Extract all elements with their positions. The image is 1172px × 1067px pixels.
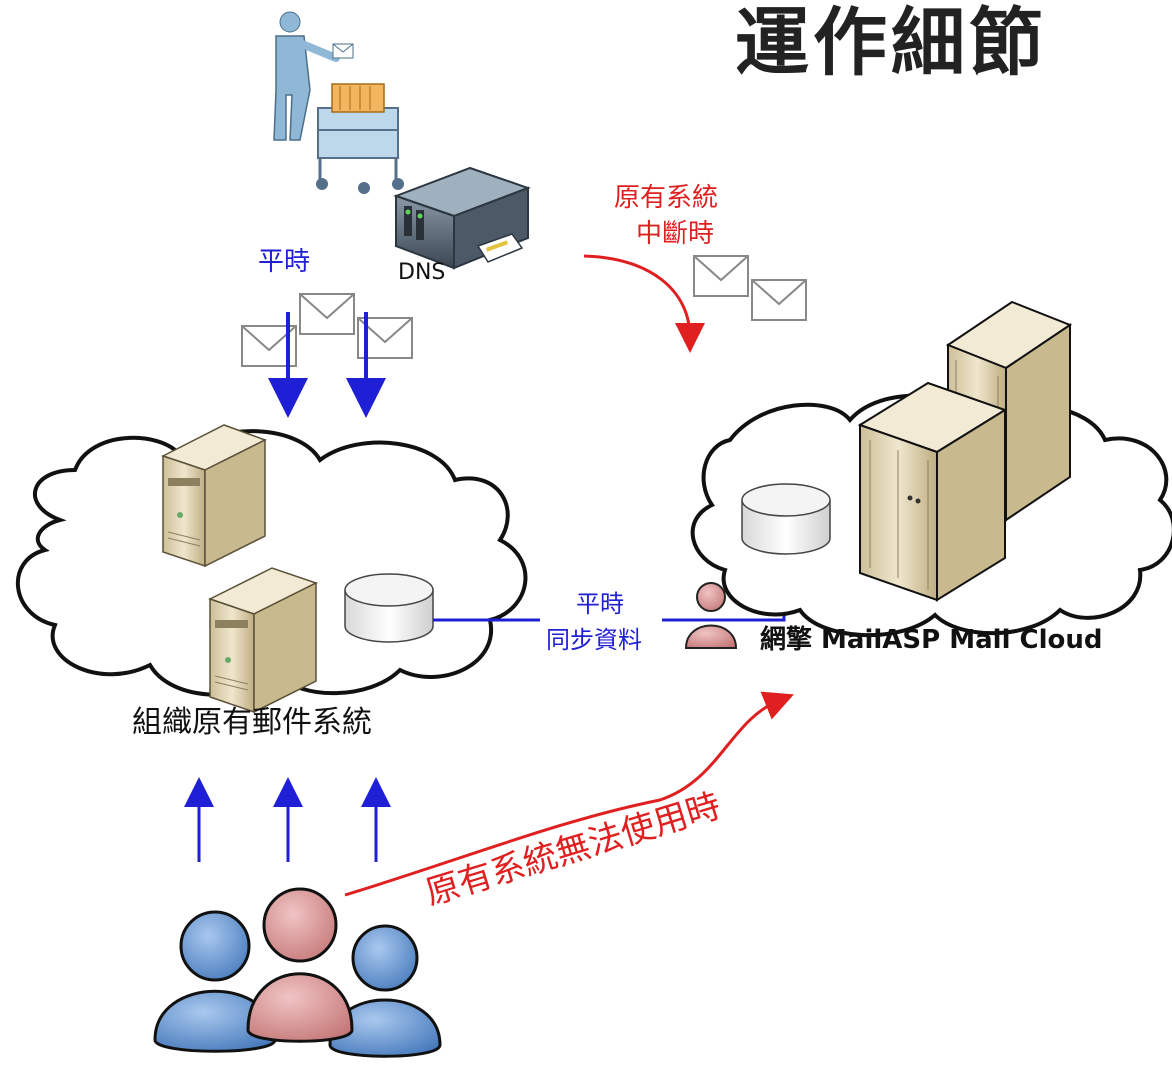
admin-user-icon [684, 582, 738, 649]
unavailable-label: 原有系統無法使用時 [421, 786, 725, 914]
cloud-server-icon [857, 381, 1008, 602]
user-icon [328, 924, 442, 1058]
org-system-label: 組織原有郵件系統 [132, 705, 372, 740]
mail-server-icon [161, 424, 267, 568]
incoming-mail-envelopes [241, 293, 413, 367]
failover-flow-arrow [583, 254, 705, 353]
envelope-icon [693, 255, 749, 297]
dns-server-icon [393, 166, 531, 270]
user-icon [246, 887, 354, 1043]
outage-label-line1: 原有系統 [614, 183, 718, 213]
user-icon [153, 910, 277, 1053]
mail-server-icon [208, 567, 318, 714]
envelope-icon [751, 279, 807, 321]
page-title: 運作細節 [735, 0, 1047, 86]
database-icon [344, 573, 434, 643]
mail-clerk-icon [273, 11, 404, 194]
redirected-mail-envelopes [693, 255, 807, 321]
failover-access-arrow [344, 691, 794, 897]
outage-label-line2: 中斷時 [636, 219, 714, 249]
sync-label-line1: 平時 [576, 590, 624, 618]
cloud-label: 網擎 MailASP Mail Cloud [760, 624, 1103, 655]
dns-label: DNS [398, 260, 445, 285]
user-group-icon [153, 887, 442, 1058]
normal-time-label: 平時 [258, 247, 310, 277]
database-icon [741, 483, 831, 555]
sync-label-line2: 同步資料 [546, 626, 642, 654]
envelope-icon [299, 293, 355, 335]
